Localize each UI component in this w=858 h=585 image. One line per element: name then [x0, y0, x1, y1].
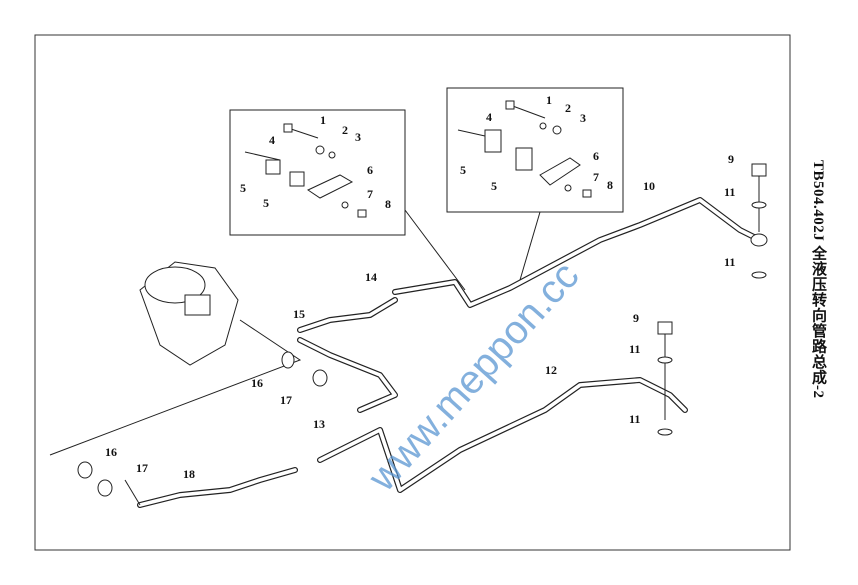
- callout: 10: [643, 179, 655, 193]
- callout: 1: [320, 113, 326, 127]
- frame: [34, 34, 791, 551]
- callout: 14: [365, 270, 377, 284]
- callout: 7: [367, 187, 373, 201]
- callout: 5: [460, 163, 466, 177]
- callout: 6: [593, 149, 599, 163]
- leader-line: [519, 211, 541, 281]
- callout: 17: [136, 461, 148, 475]
- callout: 12: [545, 363, 557, 377]
- callout: 5: [263, 196, 269, 210]
- clamp-parts-1: [244, 123, 367, 218]
- callout: 1: [546, 93, 552, 107]
- callout: 8: [607, 178, 613, 192]
- inset-box-2: [446, 87, 624, 213]
- callout: 11: [724, 185, 735, 199]
- main-callouts: 9 10 11 11 14 15 16 17 13 12 9 11 11 16 …: [105, 152, 735, 481]
- callout: 16: [251, 376, 263, 390]
- callout: 11: [724, 255, 735, 269]
- callout: 15: [293, 307, 305, 321]
- callout: 11: [629, 342, 640, 356]
- callout: 4: [486, 110, 492, 124]
- callout: 16: [105, 445, 117, 459]
- callout: 3: [355, 130, 361, 144]
- callout: 9: [633, 311, 639, 325]
- leader-line: [49, 319, 302, 456]
- callout: 13: [313, 417, 325, 431]
- callout: 3: [580, 111, 586, 125]
- fittings: [77, 163, 768, 497]
- leader-line: [404, 209, 466, 291]
- callout: 18: [183, 467, 195, 481]
- clamp-parts-2: [457, 100, 592, 198]
- callout: 4: [269, 133, 275, 147]
- callout: 11: [629, 412, 640, 426]
- pipes: [124, 197, 763, 508]
- callout: 6: [367, 163, 373, 177]
- diagram-title: TB504.402J 全液压转向管路总成-2: [810, 160, 826, 399]
- callout: 9: [728, 152, 734, 166]
- callout: 5: [491, 179, 497, 193]
- inset2-callouts: 1 2 3 4 5 5 6 7 8: [460, 93, 613, 193]
- callout: 17: [280, 393, 292, 407]
- callout: 5: [240, 181, 246, 195]
- inset-box-1: [229, 109, 406, 236]
- callout: 2: [565, 101, 571, 115]
- callout: 2: [342, 123, 348, 137]
- callout: 7: [593, 170, 599, 184]
- callout: 8: [385, 197, 391, 211]
- inset1-callouts: 1 2 3 4 5 5 6 7 8: [240, 113, 391, 211]
- steering-unit: [139, 261, 239, 366]
